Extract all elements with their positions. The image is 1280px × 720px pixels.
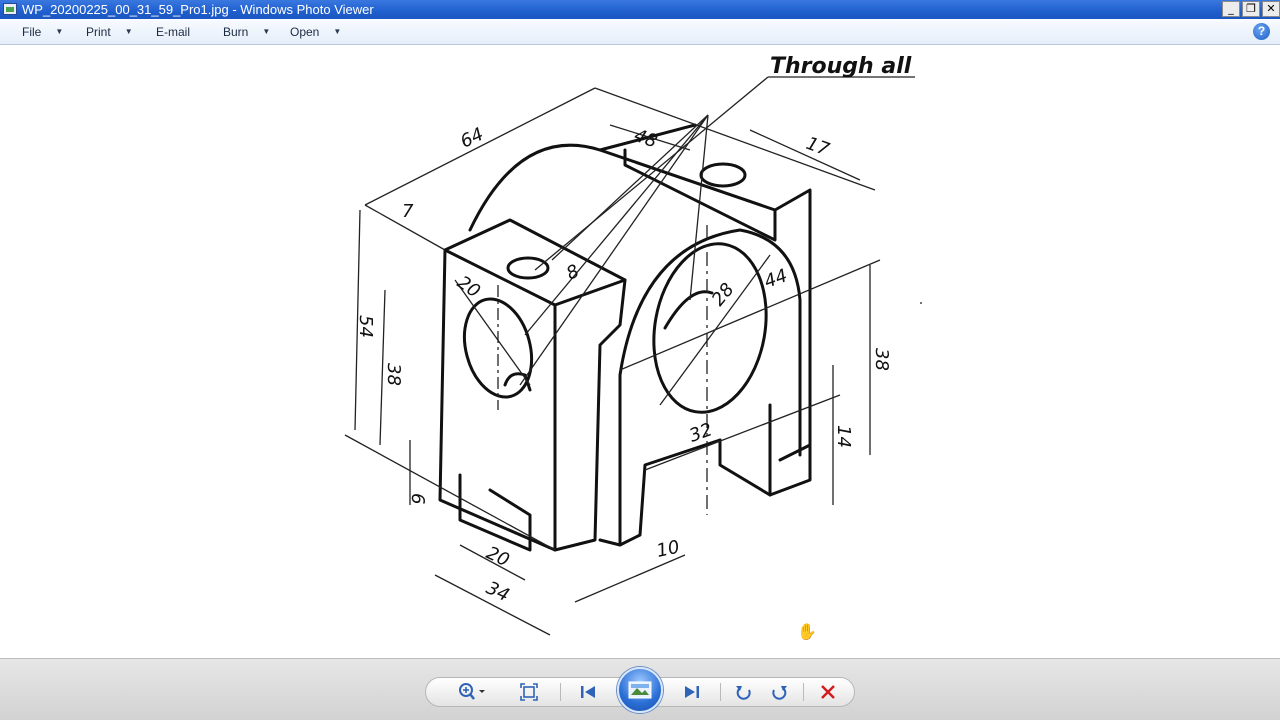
previous-button[interactable] <box>574 679 602 705</box>
open-menu[interactable]: Open ▼ <box>290 25 341 39</box>
dim-6: 6 <box>407 493 428 504</box>
previous-icon <box>581 686 595 698</box>
bottom-slot <box>458 473 532 552</box>
chevron-down-icon: ▼ <box>333 27 342 36</box>
right-arch-base <box>598 438 722 547</box>
zoom-icon <box>459 683 485 700</box>
left-block-side <box>553 278 627 552</box>
file-menu[interactable]: File ▼ <box>22 25 63 39</box>
large-bore <box>652 242 768 414</box>
chevron-down-icon: ▼ <box>124 27 133 36</box>
burn-menu[interactable]: Burn ▼ <box>223 25 270 39</box>
close-button[interactable]: ✕ <box>1262 1 1280 17</box>
window-controls: _ ❐ ✕ <box>1222 1 1280 17</box>
delete-button[interactable] <box>816 679 840 705</box>
email-button[interactable]: E-mail <box>156 25 190 39</box>
hand-cursor-icon: ✋ <box>797 624 817 641</box>
rotate-left-icon <box>736 686 751 700</box>
speck <box>920 302 922 304</box>
window-title: WP_20200225_00_31_59_Pro1.jpg - Windows … <box>22 2 374 17</box>
dim-48: 48 <box>631 125 660 153</box>
help-icon[interactable]: ? <box>1253 23 1270 40</box>
next-button[interactable] <box>678 679 706 705</box>
fit-icon <box>520 683 538 701</box>
restore-button[interactable]: ❐ <box>1242 1 1260 17</box>
print-menu[interactable]: Print ▼ <box>86 25 133 39</box>
dim-10: 10 <box>655 537 682 562</box>
arch-back <box>468 123 697 232</box>
toolbar-separator <box>560 683 561 701</box>
slideshow-icon <box>628 681 652 699</box>
left-hole-inner-arc <box>503 372 532 392</box>
menu-bar: File ▼ Print ▼ E-mail Burn ▼ Open ▼ ? <box>0 19 1280 45</box>
left-face-hole <box>462 297 534 399</box>
open-menu-label: Open <box>290 25 320 39</box>
right-foot-side <box>768 443 812 497</box>
bore-inner-arc <box>663 290 714 330</box>
delete-icon <box>821 685 835 699</box>
next-icon <box>685 686 699 698</box>
toolbar-separator <box>720 683 721 701</box>
dim-8: 8 <box>563 261 582 285</box>
rotate-counterclockwise-button[interactable] <box>732 679 756 705</box>
rotate-right-icon <box>772 686 787 700</box>
dim-64: 64 <box>457 124 487 153</box>
photo-viewer-app-icon[interactable] <box>3 3 17 15</box>
actual-size-button[interactable] <box>517 679 541 705</box>
title-bar[interactable]: WP_20200225_00_31_59_Pro1.jpg - Windows … <box>0 0 1280 19</box>
minimize-button[interactable]: _ <box>1222 1 1240 17</box>
dim-54: 54 <box>355 315 376 338</box>
dim-38-right: 38 <box>871 348 892 371</box>
image-viewport[interactable]: Through all 64 48 17 7 8 20 44 28 54 38 … <box>0 45 1280 658</box>
chevron-down-icon: ▼ <box>55 27 64 36</box>
bottom-toolbar <box>0 658 1280 720</box>
top-hole-right <box>699 162 747 188</box>
dim-38-left: 38 <box>383 363 404 386</box>
rotate-clockwise-button[interactable] <box>767 679 791 705</box>
dim-7: 7 <box>402 201 414 222</box>
dim-14: 14 <box>833 425 854 448</box>
toolbar-separator <box>803 683 804 701</box>
email-label: E-mail <box>156 25 191 39</box>
dimension-lines <box>344 76 915 636</box>
dim-20-hole: 20 <box>453 272 484 302</box>
slideshow-button[interactable] <box>617 667 663 713</box>
right-arch <box>618 228 802 547</box>
technical-drawing: Through all 64 48 17 7 8 20 44 28 54 38 … <box>344 54 922 636</box>
file-menu-label: File <box>22 25 42 39</box>
through-all-label: Through all <box>770 54 912 79</box>
dim-20-slot: 20 <box>483 542 513 571</box>
chevron-down-icon: ▼ <box>262 27 271 36</box>
left-block-top <box>443 218 627 307</box>
zoom-button[interactable] <box>452 679 490 705</box>
print-menu-label: Print <box>86 25 111 39</box>
dim-44: 44 <box>762 265 791 293</box>
burn-menu-label: Burn <box>223 25 249 39</box>
dim-28: 28 <box>708 279 739 310</box>
top-hole-left <box>506 256 550 280</box>
right-foot <box>718 403 772 497</box>
